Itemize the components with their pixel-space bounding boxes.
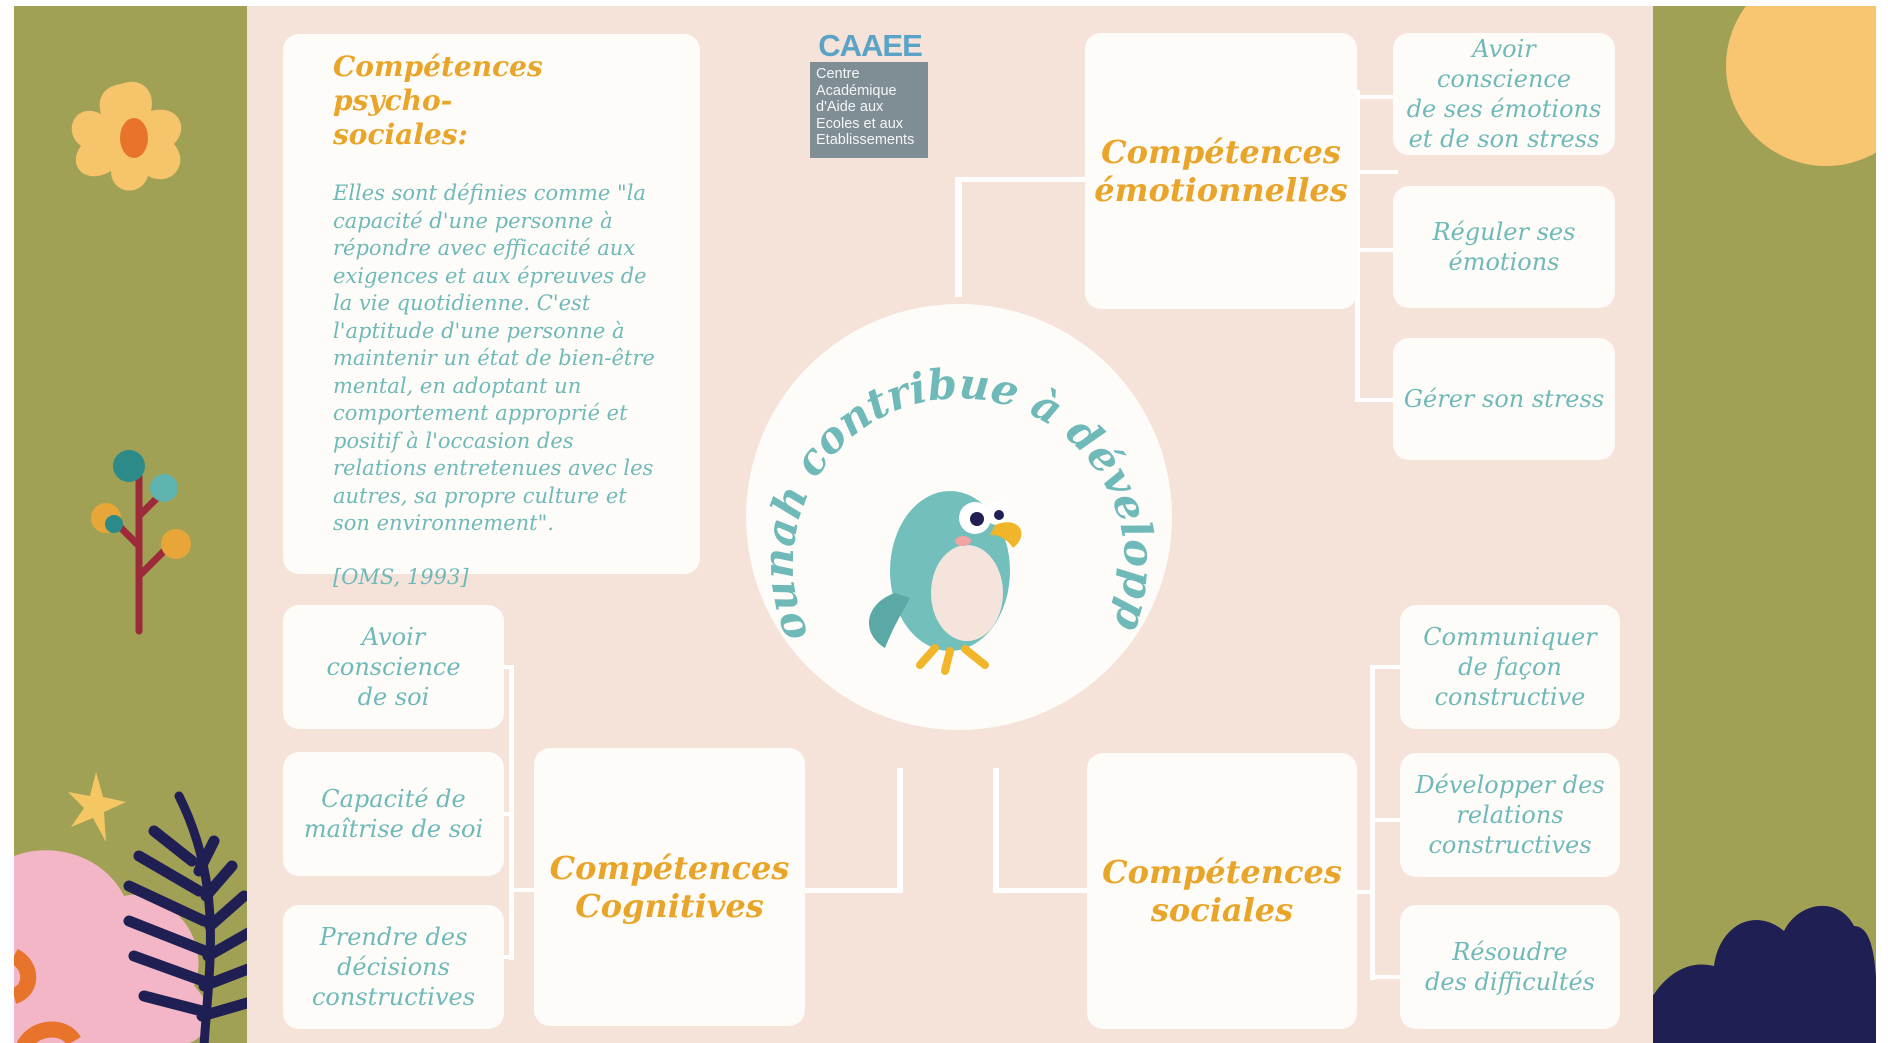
social-item-line: Résoudre bbox=[1452, 938, 1568, 966]
cognitive-item-card: Prendre des décisions constructives bbox=[283, 905, 504, 1029]
logo-line: Centre bbox=[816, 66, 860, 82]
cognitive-item-line: constructives bbox=[311, 983, 476, 1011]
social-item-line: des difficultés bbox=[1425, 968, 1595, 996]
intro-body-line: l'aptitude d'une personne à bbox=[333, 318, 625, 343]
parrot-mascot-icon bbox=[868, 491, 1022, 675]
emotional-item-card: Avoir conscience de ses émotions et de s… bbox=[1393, 33, 1615, 155]
leaf-cluster-icon bbox=[1634, 905, 1876, 1043]
intro-body-line: capacité d'une personne à bbox=[333, 208, 613, 233]
intro-body-line: la vie quotidienne. C'est bbox=[333, 291, 591, 315]
social-item-line: Communiquer bbox=[1423, 623, 1597, 651]
cognitive-item-line: de soi bbox=[357, 683, 430, 711]
center-circle: Nounah contribue à développer bbox=[745, 303, 1172, 730]
social-title-line: Compétences bbox=[1102, 853, 1342, 891]
logo-title: CAAEE bbox=[818, 28, 923, 63]
star-icon bbox=[68, 772, 126, 842]
intro-body-line: répondre avec efficacité aux bbox=[333, 236, 636, 260]
emotional-item-line: de ses émotions bbox=[1406, 95, 1602, 123]
social-item-line: constructives bbox=[1428, 831, 1592, 859]
cognitive-item-line: décisions bbox=[337, 953, 450, 981]
emotional-item-card: Gérer son stress bbox=[1393, 338, 1615, 460]
social-item-card: Résoudre des difficultés bbox=[1400, 905, 1620, 1029]
cognitive-item-line: maîtrise de soi bbox=[303, 815, 484, 843]
emotional-title-line: émotionnelles bbox=[1094, 171, 1348, 209]
emotional-item-line: Avoir conscience bbox=[1436, 35, 1572, 93]
intro-body-line: exigences et aux épreuves de bbox=[333, 263, 647, 288]
social-item-line: Développer des bbox=[1415, 771, 1605, 799]
cognitive-title-line: Compétences bbox=[549, 849, 790, 887]
social-item-line: relations bbox=[1456, 801, 1564, 829]
intro-body-line: Elles sont définies comme "la bbox=[333, 181, 646, 205]
fern-leaf-icon bbox=[123, 791, 262, 1043]
social-title-line: sociales bbox=[1150, 891, 1294, 929]
social-item-line: constructive bbox=[1434, 683, 1586, 711]
intro-source: [OMS, 1993] bbox=[333, 564, 469, 589]
emotional-item-line: et de son stress bbox=[1408, 125, 1600, 153]
intro-body-line: maintenir un état de bien-être bbox=[333, 346, 655, 370]
cognitive-item-line: Avoir conscience bbox=[326, 623, 461, 681]
intro-title-line: Compétences psycho- bbox=[333, 50, 543, 117]
cognitive-item-line: Capacité de bbox=[321, 785, 466, 813]
social-item-card: Développer des relations constructives bbox=[1400, 753, 1620, 877]
social-item-card: Communiquer de façon constructive bbox=[1400, 605, 1620, 729]
cognitive-skills-card: Compétences Cognitives bbox=[534, 748, 805, 1026]
caaee-logo: CAAEE Centre Académique d'Aide aux Ecole… bbox=[808, 30, 932, 162]
cognitive-item-line: Prendre des bbox=[319, 923, 468, 951]
intro-body-line: relations entretenues avec les bbox=[333, 456, 654, 480]
intro-body-line: comportement approprié et bbox=[333, 401, 628, 425]
flower-icon bbox=[71, 81, 182, 191]
intro-title-line: sociales: bbox=[333, 118, 468, 151]
intro-body-line: positif à l'occasion des bbox=[333, 428, 574, 453]
intro-body: Elles sont définies comme "la capacité d… bbox=[333, 180, 655, 538]
intro-body-line: mental, en adoptant un bbox=[333, 373, 582, 398]
emotional-title-line: Compétences bbox=[1101, 133, 1341, 171]
emotional-item-line: Réguler ses bbox=[1432, 218, 1576, 246]
sun-icon bbox=[1726, 6, 1876, 166]
intro-definition-card: Compétences psycho- sociales: Elles sont… bbox=[283, 34, 700, 589]
tree-icon bbox=[91, 450, 191, 635]
social-skills-card: Compétences sociales bbox=[1087, 753, 1357, 1029]
intro-body-line: son environnement". bbox=[333, 511, 554, 535]
logo-subtitle-box: Centre Académique d'Aide aux Ecoles et a… bbox=[810, 62, 928, 158]
emotional-item-line: Gérer son stress bbox=[1403, 385, 1605, 413]
logo-line: Etablissements bbox=[816, 132, 915, 148]
intro-body-line: autres, sa propre culture et bbox=[333, 483, 627, 508]
cognitive-title-line: Cognitives bbox=[575, 887, 764, 925]
emotional-item-card: Réguler ses émotions bbox=[1393, 186, 1615, 308]
emotional-skills-card: Compétences émotionnelles bbox=[1085, 33, 1357, 309]
cognitive-item-card: Avoir conscience de soi bbox=[283, 605, 504, 729]
cognitive-item-card: Capacité de maîtrise de soi bbox=[283, 752, 504, 876]
logo-line: Académique bbox=[816, 82, 897, 99]
emotional-item-line: émotions bbox=[1448, 248, 1560, 276]
social-item-line: de façon bbox=[1458, 653, 1562, 681]
logo-line: d'Aide aux bbox=[816, 99, 884, 115]
logo-line: Ecoles et aux bbox=[816, 115, 904, 132]
intro-title: Compétences psycho- sociales: bbox=[333, 50, 670, 152]
